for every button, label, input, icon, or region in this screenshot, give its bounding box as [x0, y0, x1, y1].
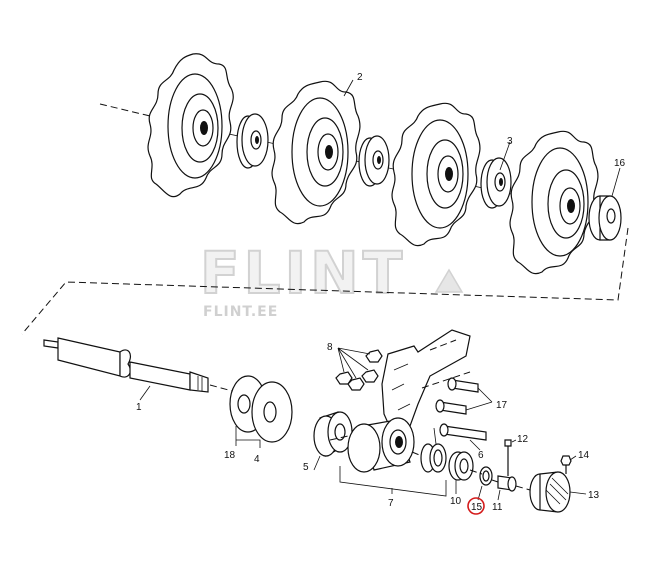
- leader-14: [569, 455, 577, 461]
- leader-5: [313, 455, 321, 471]
- wheel-1: [147, 53, 234, 198]
- nuts-8: [335, 349, 383, 391]
- mount-bracket: [381, 329, 471, 433]
- callout-18: 18: [224, 450, 236, 461]
- watermark-logo: FLINT: [200, 239, 406, 307]
- washer-4: [251, 381, 293, 443]
- leader-18-4: [235, 426, 261, 448]
- leader-6: [469, 439, 481, 451]
- spacer-washer-1: [236, 113, 269, 169]
- callout-12: 12: [517, 434, 529, 445]
- callout-2: 2: [357, 72, 363, 83]
- wheel-3: [391, 102, 481, 247]
- hub-5: [313, 411, 353, 457]
- end-cap-16: [588, 195, 622, 241]
- callout-10: 10: [450, 496, 462, 507]
- callout-7: 7: [388, 498, 394, 509]
- roller-7: [347, 417, 415, 473]
- pin-12: [504, 439, 512, 476]
- callout-6: 6: [478, 450, 484, 461]
- spacer-washer-2: [358, 135, 390, 187]
- callout-4: 4: [254, 454, 260, 465]
- roller-axis-dash: [329, 435, 531, 491]
- callout-5: 5: [303, 462, 309, 473]
- wheel-4: [509, 130, 599, 275]
- seal-rings: [420, 443, 447, 473]
- cap-13: [529, 471, 571, 513]
- bracket-7: [339, 466, 447, 497]
- callout-15: 15: [471, 502, 483, 513]
- main-shaft: [43, 337, 209, 393]
- callout-17: 17: [496, 400, 508, 411]
- leader-12: [511, 439, 517, 443]
- leader-seals: [433, 427, 437, 445]
- bolt-6: [439, 423, 487, 441]
- spacer-washer-3: [480, 157, 512, 209]
- grease-nipple-14: [560, 455, 572, 474]
- watermark-triangle-icon: [434, 268, 464, 293]
- leader-17: [465, 387, 493, 411]
- wheel-2: [271, 80, 361, 225]
- spacer-11: [497, 475, 517, 492]
- watermark: FLINT FLINT.EE: [199, 238, 464, 320]
- leader-1: [139, 385, 151, 401]
- bearing-10: [448, 451, 474, 481]
- callout-8: 8: [327, 342, 333, 353]
- callout-14: 14: [578, 450, 590, 461]
- watermark-site: FLINT.EE: [203, 304, 278, 320]
- connector-dashed-line: [21, 227, 629, 335]
- callout-labels: 2 3 16 1 18 4 5 8 17 6 7 10 15 11 12 14 …: [136, 72, 626, 513]
- bolts-17: [435, 377, 479, 415]
- callout-16: 16: [614, 158, 626, 169]
- leader-3: [499, 141, 511, 171]
- leader-11: [497, 489, 501, 501]
- leader-2: [343, 79, 354, 97]
- callout-3: 3: [507, 136, 513, 147]
- ring-15: [479, 466, 493, 486]
- callout-11: 11: [492, 502, 503, 513]
- top-axis-line-left: [99, 103, 151, 117]
- highlight-ring: [467, 497, 485, 515]
- leader-13: [569, 491, 587, 495]
- leader-8: [337, 347, 371, 379]
- callout-13: 13: [588, 490, 600, 501]
- leader-16: [611, 167, 621, 197]
- callout-1: 1: [136, 402, 142, 413]
